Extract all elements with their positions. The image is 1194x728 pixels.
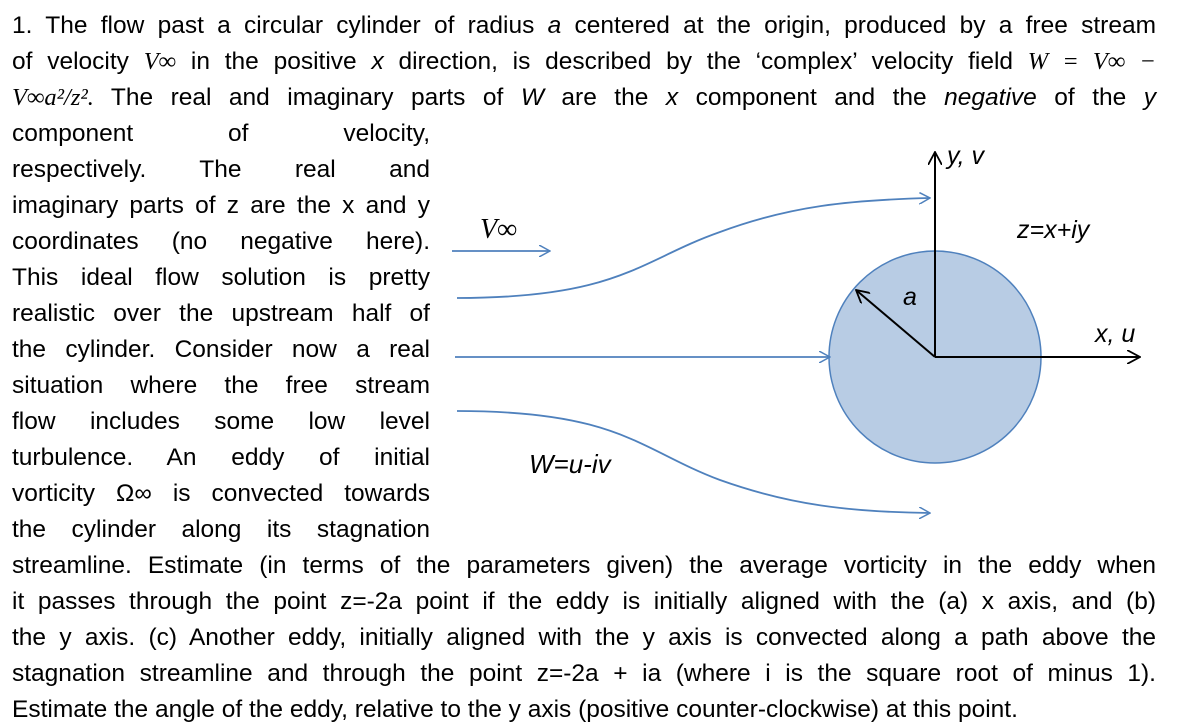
label-z: z=x+iy: [1017, 216, 1090, 244]
radius-line: [856, 290, 936, 358]
wide-line: stagnation streamline and through the po…: [12, 660, 1156, 687]
narrow-line: component of velocity,: [12, 120, 430, 147]
problem-line-3: V∞a²/z². The real and imaginary parts of…: [12, 84, 1156, 111]
wide-line: the y axis. (c) Another eddy, initially …: [12, 624, 1156, 651]
narrow-line: the cylinder. Consider now a real: [12, 336, 430, 363]
narrow-line: This ideal flow solution is pretty: [12, 264, 430, 291]
streamline-upper: [456, 198, 930, 299]
narrow-line: flow includes some low level: [12, 408, 430, 435]
narrow-line: respectively. The real and: [12, 156, 430, 183]
wide-line: streamline. Estimate (in terms of the pa…: [12, 552, 1156, 579]
narrow-line: realistic over the upstream half of: [12, 300, 430, 327]
label-complex-velocity: W=u-iv: [529, 449, 611, 479]
label-v-infinity: V∞: [480, 214, 518, 245]
streamline-lower: [456, 410, 930, 513]
narrow-line: situation where the free stream: [12, 372, 430, 399]
wide-line: it passes through the point z=-2a point …: [12, 588, 1156, 615]
label-radius-a: a: [903, 283, 917, 311]
wide-line: Estimate the angle of the eddy, relative…: [12, 696, 1018, 723]
label-y-axis: y, v: [947, 142, 985, 170]
narrow-line: vorticity Ω∞ is convected towards: [12, 480, 430, 507]
narrow-line: the cylinder along its stagnation: [12, 516, 430, 543]
narrow-line: imaginary parts of z are the x and y: [12, 192, 430, 219]
narrow-line: coordinates (no negative here).: [12, 228, 430, 255]
label-x-axis: x, u: [1095, 320, 1136, 348]
problem-line-1: 1. The flow past a circular cylinder of …: [12, 12, 1156, 39]
narrow-line: turbulence. An eddy of initial: [12, 444, 430, 471]
problem-line-2: of velocity V∞ in the positive x directi…: [12, 48, 1156, 75]
